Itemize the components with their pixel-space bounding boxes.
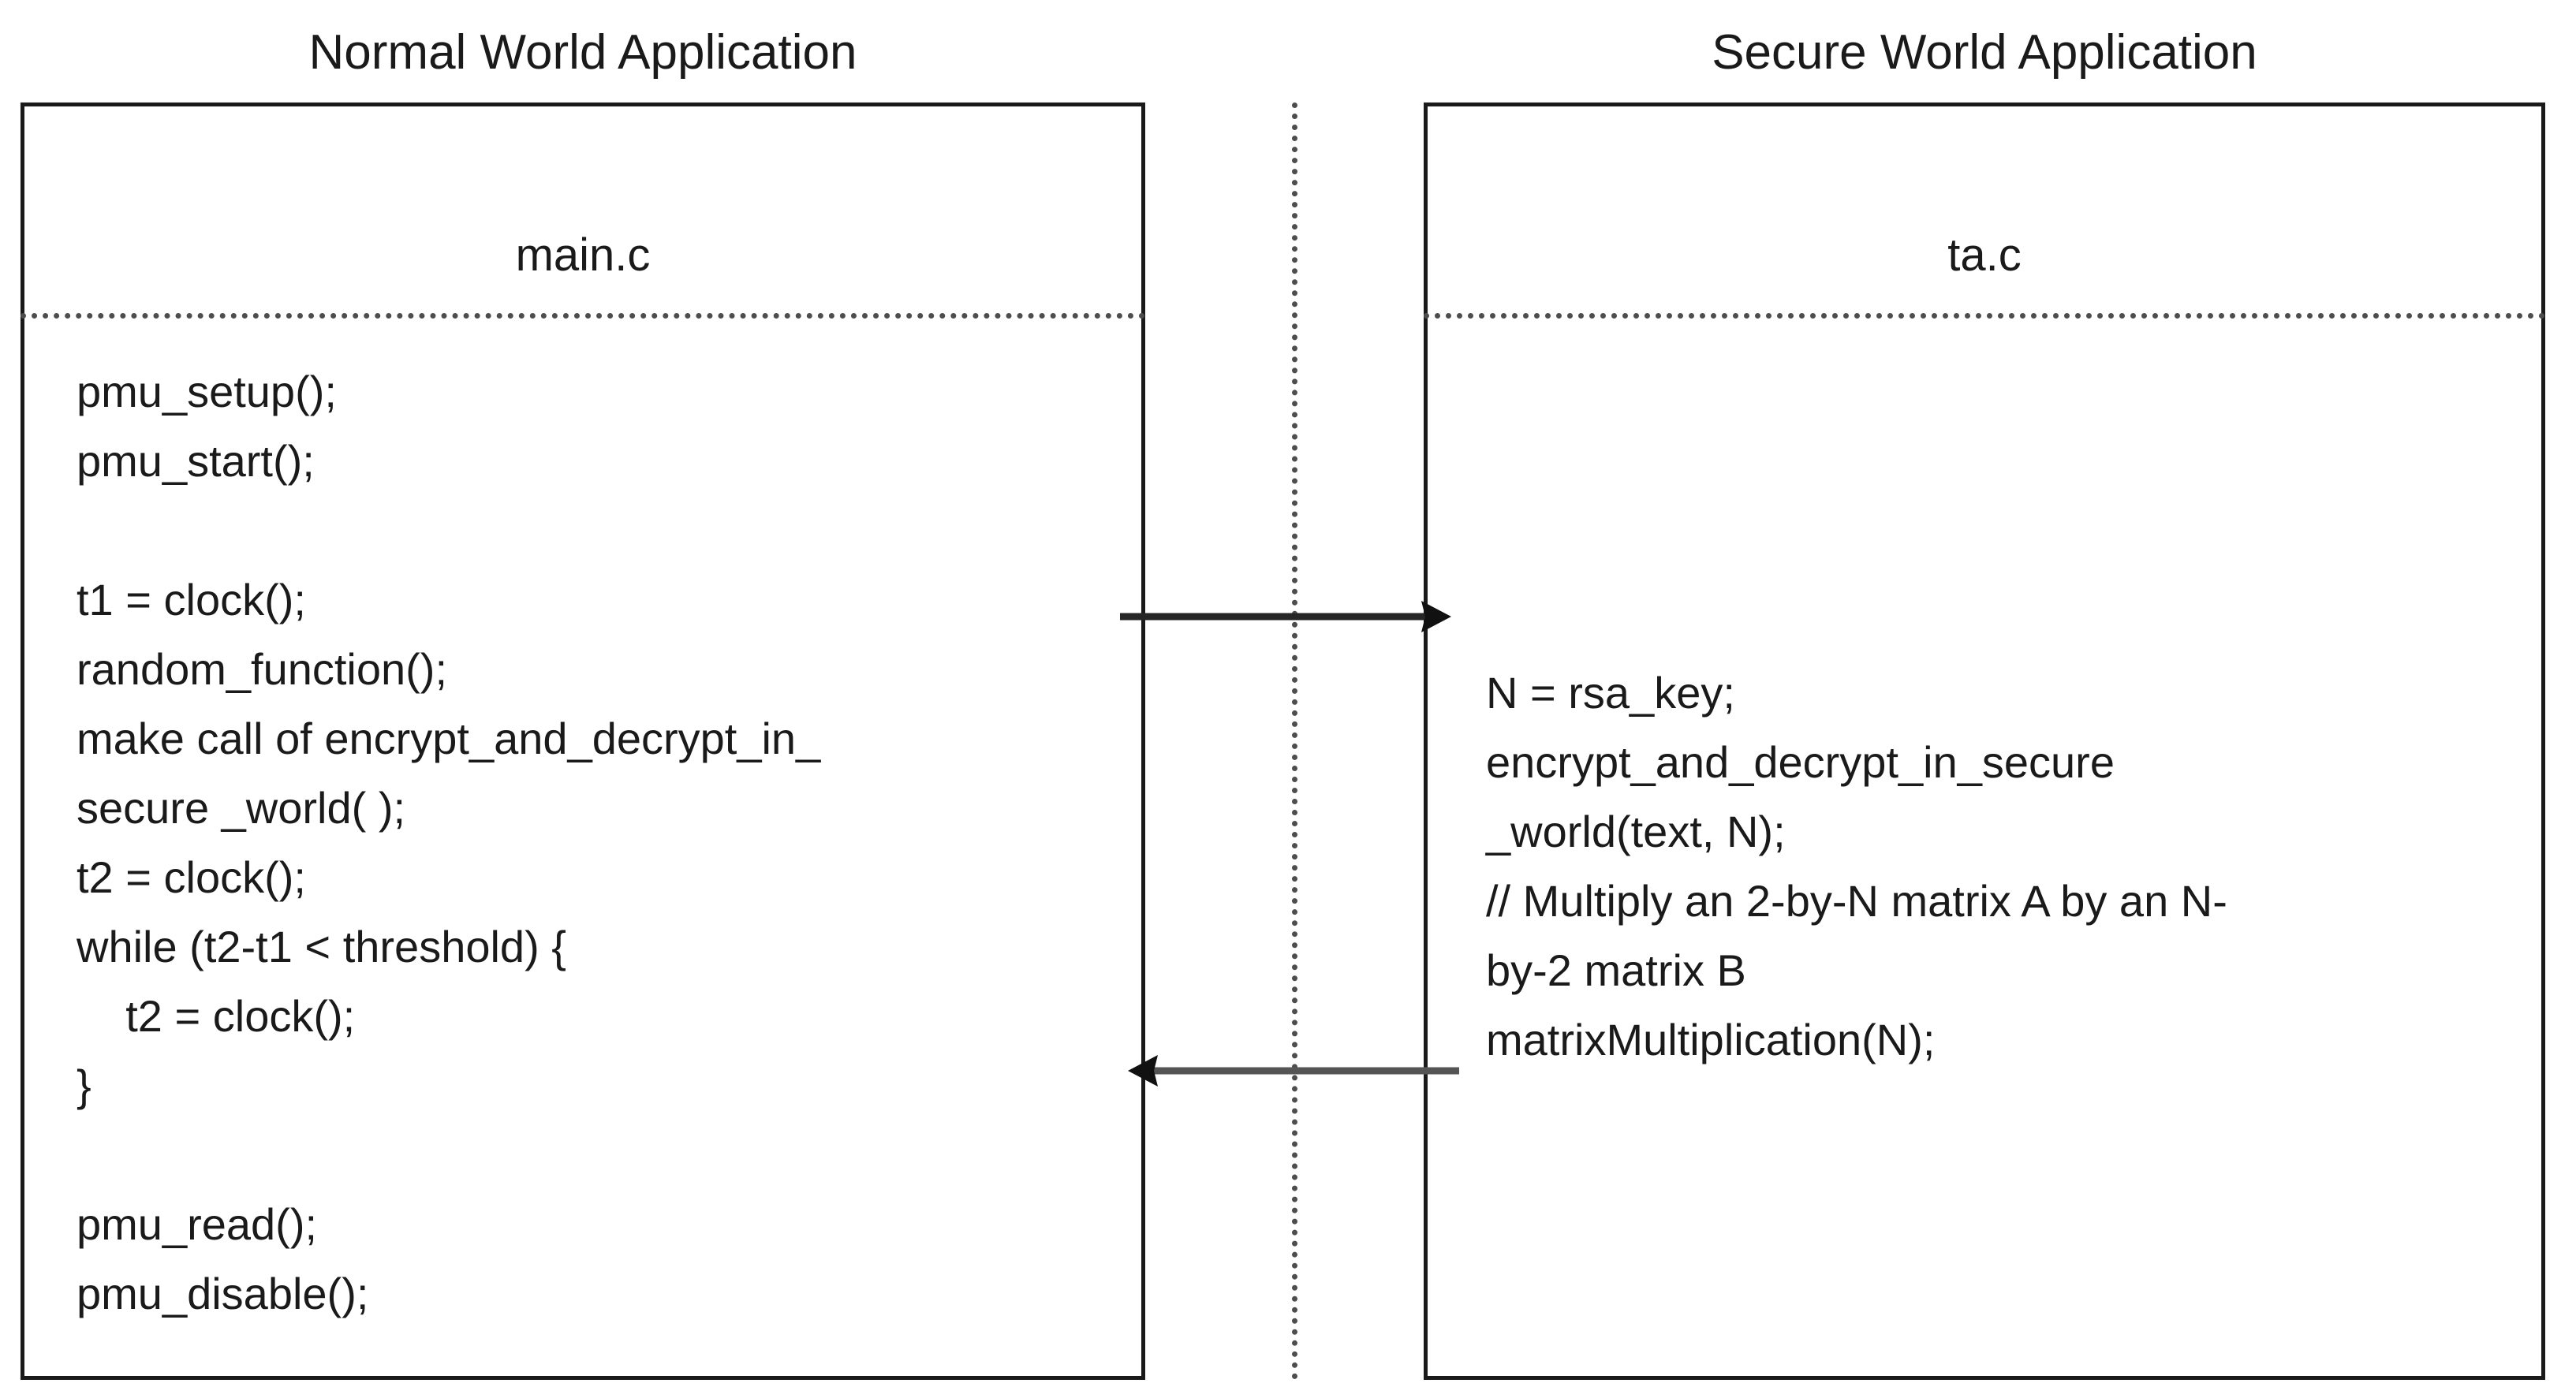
world-boundary-divider [1292,103,1297,1380]
ta-c-line-4: by-2 matrix B [1486,945,1746,995]
ta-c-line-1: encrypt_and_decrypt_in_secure [1486,737,2115,787]
main-c-code-block: pmu_setup(); pmu_start(); t1 = clock(); ra… [77,357,1133,1329]
ta-c-line-0: N = rsa_key; [1486,668,1735,718]
normal-world-box: main.c pmu_setup(); pmu_start(); t1 = clo… [21,103,1145,1380]
ta-c-line-3: // Multiply an 2-by-N matrix A by an N- [1486,876,2227,926]
main-c-line-9: t2 = clock(); [77,991,356,1041]
main-c-line-13: pmu_disable(); [77,1269,369,1318]
main-c-line-7: t2 = clock(); [77,852,306,902]
main-c-line-12: pmu_read(); [77,1199,318,1249]
main-c-line-0: pmu_setup(); [77,367,337,416]
main-c-line-3: t1 = clock(); [77,575,306,624]
ta-c-line-2: _world(text, N); [1486,807,1786,856]
ta-c-line-5: matrixMultiplication(N); [1486,1015,1936,1064]
right-header-divider [1424,313,2545,319]
main-c-file-label: main.c [515,229,651,281]
main-c-line-8: while (t2-t1 < threshold) { [77,922,566,971]
main-c-line-6: secure _world( ); [77,783,406,833]
secure-world-box: ta.c N = rsa_key; encrypt_and_decrypt_in_… [1424,103,2545,1380]
ta-c-code-block: N = rsa_key; encrypt_and_decrypt_in_secur… [1486,658,2527,1075]
call-into-secure-world-arrow [1120,601,1451,632]
main-c-line-11 [77,1120,1133,1190]
main-c-line-1: pmu_start(); [77,436,315,486]
main-c-line-10: } [77,1061,91,1110]
return-to-normal-world-arrow [1128,1055,1459,1087]
left-header-divider [21,313,1145,319]
main-c-line-4: random_function(); [77,644,448,694]
main-c-line-2 [77,496,1133,565]
ta-c-file-label: ta.c [1947,229,2022,281]
normal-world-heading: Normal World Application [308,25,857,80]
secure-world-heading: Secure World Application [1712,25,2257,80]
main-c-line-5: make call of encrypt_and_decrypt_in_ [77,714,821,763]
